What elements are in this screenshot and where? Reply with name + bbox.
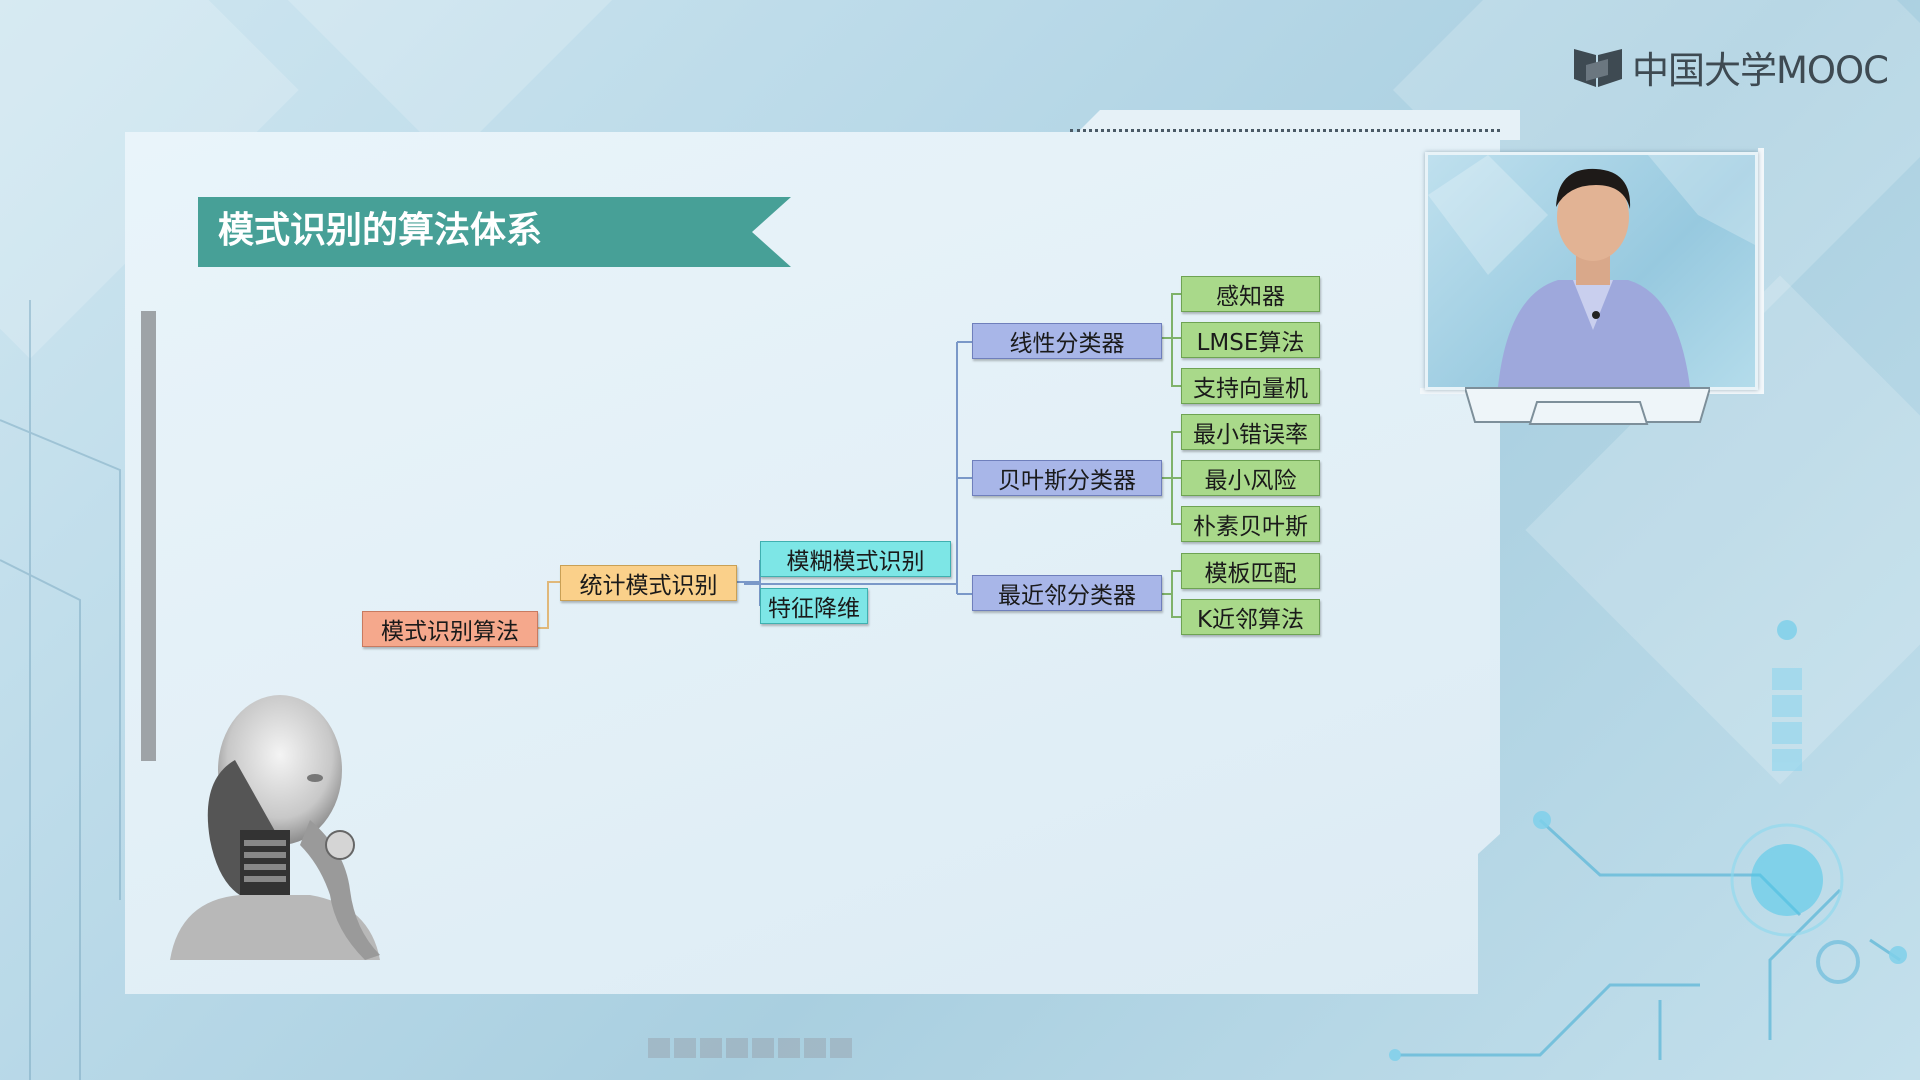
brand-name: 中国大学MOOC	[1632, 49, 1889, 92]
mooc-book-icon	[1574, 49, 1622, 87]
tree-level2-node: 特征降维	[760, 588, 868, 624]
tree-level1-node: 统计模式识别	[560, 565, 737, 601]
algorithm-leaf-node: 感知器	[1181, 276, 1320, 312]
algorithm-leaf-node: 模板匹配	[1181, 553, 1320, 589]
dotted-divider	[1070, 129, 1500, 132]
tree-root-node: 模式识别算法	[362, 611, 538, 647]
classifier-node: 最近邻分类器	[972, 575, 1162, 611]
classifier-node: 贝叶斯分类器	[972, 460, 1162, 496]
slide-side-bar	[141, 311, 156, 761]
lecturer-figure	[1428, 155, 1755, 387]
robot-illustration	[170, 695, 380, 960]
algorithm-leaf-node: 最小风险	[1181, 460, 1320, 496]
algorithm-leaf-node: 最小错误率	[1181, 414, 1320, 450]
algorithm-leaf-node: K近邻算法	[1181, 599, 1320, 635]
algorithm-leaf-node: 支持向量机	[1181, 368, 1320, 404]
algorithm-leaf-node: 朴素贝叶斯	[1181, 506, 1320, 542]
algorithm-leaf-node: LMSE算法	[1181, 322, 1320, 358]
tree-level2-node: 模糊模式识别	[760, 541, 951, 577]
video-stand	[1465, 387, 1710, 425]
classifier-node: 线性分类器	[972, 323, 1162, 359]
title-banner	[198, 197, 791, 267]
brand-logo: 中国大学MOOC	[1572, 42, 1889, 92]
slide-title: 模式识别的算法体系	[218, 210, 543, 251]
lecturer-video[interactable]	[1425, 152, 1758, 390]
